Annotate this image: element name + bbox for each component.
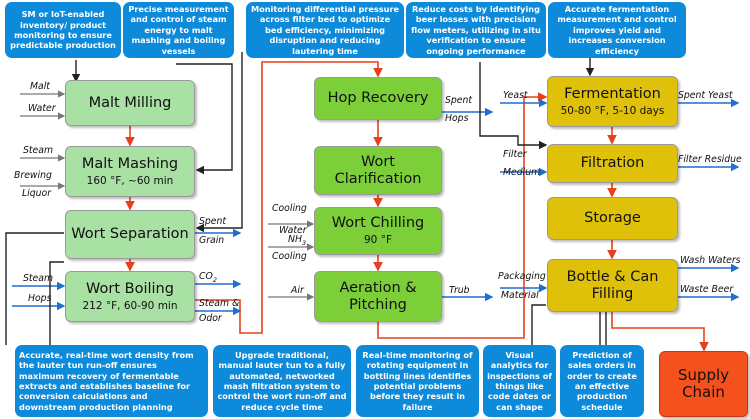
label-spent-grain-1: Spent <box>199 216 227 227</box>
process-title-line-1: Wort <box>360 153 395 170</box>
label-steam-odor-1: Steam & <box>199 298 240 309</box>
label-waste-beer: Waste Beer <box>680 284 734 295</box>
label-nh3-sub: 3 <box>301 238 307 247</box>
label-spent-grain-2: Grain <box>199 235 225 246</box>
label-spent-yeast: Spent Yeast <box>678 90 733 101</box>
connector-flow-meters <box>479 62 548 150</box>
process-storage: Storage <box>547 197 678 240</box>
process-conditions: 90 °F <box>364 234 392 246</box>
flow-boiling-to-hop-recovery <box>195 61 383 334</box>
process-title: Malt Mashing <box>81 155 179 172</box>
process-title: Malt Milling <box>88 94 172 111</box>
label-steam-mash: Steam <box>23 145 54 156</box>
label-spent-hops-1: Spent <box>445 95 473 106</box>
process-conditions: 50-80 °F, 5-10 days <box>560 104 665 117</box>
process-aeration-pitching: Aeration & Pitching <box>314 271 442 322</box>
process-bottle-can-filling: Bottle & Can Filling <box>547 259 678 312</box>
process-title-line-2: Clarification <box>334 170 422 187</box>
connector-steam-control <box>176 63 233 175</box>
process-hop-recovery: Hop Recovery <box>314 77 442 120</box>
label-packaging-material-1: Packaging <box>498 271 546 282</box>
note-flow-meters: Reduce costs by identifying beer losses … <box>406 2 546 58</box>
connector-diff-pressure <box>195 52 243 233</box>
label-co2-text: CO <box>199 271 213 282</box>
process-malt-mashing: Malt Mashing 160 °F, ~60 min <box>65 146 195 197</box>
process-filtration: Filtration <box>547 144 678 183</box>
process-title-line-1: Bottle & Can <box>566 268 659 285</box>
process-conditions: 212 °F, 60-90 min <box>82 299 178 312</box>
label-packaging-material-2: Material <box>501 290 539 301</box>
process-title: Wort Chilling <box>331 215 425 231</box>
connector-bottling <box>531 304 546 345</box>
process-wort-separation: Wort Separation <box>65 210 195 259</box>
label-co2: CO2 <box>199 271 217 286</box>
note-visual-analytics: Visual analytics for inspections of thin… <box>483 345 556 417</box>
label-air: Air <box>291 285 304 296</box>
process-title: Filtration <box>580 155 645 171</box>
label-cooling-water: Water <box>279 225 307 236</box>
label-yeast: Yeast <box>503 90 528 101</box>
process-title-line-2: Pitching <box>349 296 407 313</box>
label-brewing: Brewing <box>14 170 52 181</box>
flow-bottling-to-supply-chain <box>611 312 709 352</box>
process-title: Wort Boiling <box>86 280 174 297</box>
label-cooling-1: Cooling <box>272 203 307 214</box>
note-mash-filtration: Upgrade traditional, manual lauter tun t… <box>213 345 351 417</box>
note-wort-density: Accurate, real-time wort density from th… <box>15 345 208 417</box>
label-hops: Hops <box>28 293 52 304</box>
label-nh3-text: NH <box>288 234 302 245</box>
process-title-line-1: Aeration & <box>339 279 417 296</box>
process-title: Fermentation <box>564 85 661 102</box>
process-malt-milling: Malt Milling <box>65 80 195 126</box>
label-cooling-2: Cooling <box>272 251 307 262</box>
label-water: Water <box>28 103 56 114</box>
note-differential-pressure: Monitoring differential pressure across … <box>246 2 404 58</box>
label-liquor: Liquor <box>22 188 52 199</box>
connector-mash-filtration <box>49 261 64 345</box>
process-title: Hop Recovery <box>327 90 429 106</box>
process-fermentation: Fermentation 50-80 °F, 5-10 days <box>547 76 678 127</box>
note-sales-prediction: Prediction of sales orders in order to c… <box>560 345 644 417</box>
label-steam-odor-2: Odor <box>199 313 222 324</box>
process-title-line-2: Filling <box>591 285 634 302</box>
label-filter-residue: Filter Residue <box>678 154 742 165</box>
label-malt: Malt <box>30 81 50 92</box>
label-trub: Trub <box>449 285 470 296</box>
process-wort-clarification: Wort Clarification <box>314 146 442 195</box>
process-title: Wort Separation <box>71 226 189 242</box>
note-iot-inventory: SM or IoT-enabled inventory/ product mon… <box>5 2 121 58</box>
supply-chain: Supply Chain <box>659 351 748 417</box>
process-wort-chilling: Wort Chilling 90 °F <box>314 207 442 255</box>
supply-chain-line-2: Chain <box>682 383 725 401</box>
process-conditions: 160 °F, ~60 min <box>86 174 174 187</box>
label-wash-waters: Wash Waters <box>680 255 741 266</box>
label-filter-medium-2: Medium <box>503 167 541 178</box>
label-steam-boil: Steam <box>23 273 54 284</box>
note-steam-control: Precise measurement and control of steam… <box>123 2 234 58</box>
process-title: Storage <box>584 210 641 226</box>
label-co2-sub: 2 <box>212 275 217 284</box>
label-nh3: NH3 <box>288 234 306 249</box>
connector-wort-density <box>5 232 64 345</box>
label-spent-hops-2: Hops <box>445 113 469 124</box>
note-fermentation-control: Accurate fermentation measurement and co… <box>548 2 686 58</box>
flow-aeration-to-fermentation <box>377 92 548 339</box>
label-filter-medium-1: Filter <box>503 149 527 160</box>
note-bottling-monitoring: Real-time monitoring of rotating equipme… <box>356 345 479 417</box>
process-wort-boiling: Wort Boiling 212 °F, 60-90 min <box>65 271 195 322</box>
supply-chain-line-1: Supply <box>677 366 730 384</box>
